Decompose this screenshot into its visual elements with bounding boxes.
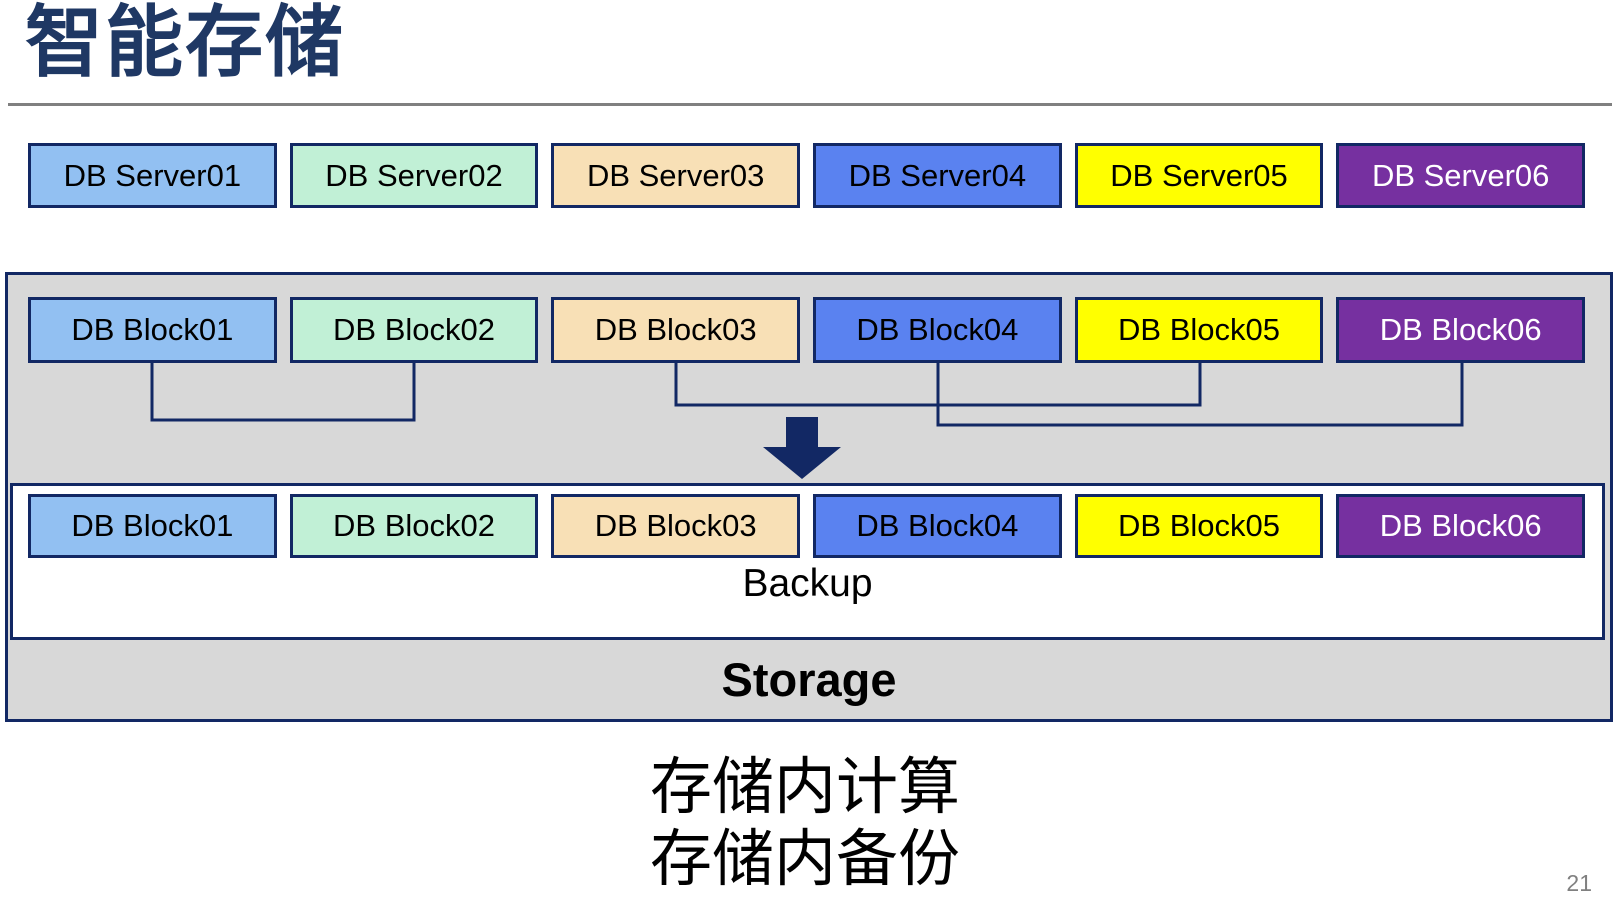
title-divider xyxy=(8,103,1612,106)
db-server-box-5: DB Server05 xyxy=(1074,143,1324,208)
storage-panel: DB Block01 DB Block02 DB Block03 DB Bloc… xyxy=(5,272,1613,722)
backup-box: DB Block01 DB Block02 DB Block03 DB Bloc… xyxy=(10,483,1605,640)
backup-label: Backup xyxy=(742,562,873,605)
db-block-top-5: DB Block05 xyxy=(1074,297,1324,363)
block-connector-lines xyxy=(150,363,1464,479)
page-title: 智能存储 xyxy=(25,0,346,86)
db-block-top-4: DB Block04 xyxy=(813,297,1062,363)
db-server-box-3: DB Server03 xyxy=(551,143,801,208)
db-block-row-source: DB Block01 DB Block02 DB Block03 DB Bloc… xyxy=(28,297,1586,363)
connector-block1-block2 xyxy=(150,363,416,422)
db-block-row-backup: DB Block01 DB Block02 DB Block03 DB Bloc… xyxy=(28,494,1586,558)
caption-line-1: 存储内计算 xyxy=(649,753,960,822)
db-block-bottom-3: DB Block03 xyxy=(551,494,801,558)
caption-line-2: 存储内备份 xyxy=(649,825,960,894)
db-block-top-3: DB Block03 xyxy=(551,297,801,363)
down-arrow-icon xyxy=(763,417,841,479)
db-block-bottom-6: DB Block06 xyxy=(1336,494,1586,558)
db-block-top-6: DB Block06 xyxy=(1336,297,1586,363)
db-server-box-2: DB Server02 xyxy=(289,143,539,208)
db-block-bottom-2: DB Block02 xyxy=(289,494,539,558)
db-server-box-4: DB Server04 xyxy=(813,143,1062,208)
db-server-box-1: DB Server01 xyxy=(28,143,277,208)
page-number: 21 xyxy=(1566,870,1592,896)
connector-block4-block6 xyxy=(936,363,1464,427)
db-block-top-2: DB Block02 xyxy=(289,297,539,363)
db-server-row: DB Server01 DB Server02 DB Server03 DB S… xyxy=(28,143,1586,208)
db-block-top-1: DB Block01 xyxy=(28,297,277,363)
caption: 存储内计算 存储内备份 xyxy=(0,752,1610,896)
db-server-box-6: DB Server06 xyxy=(1336,143,1586,208)
db-block-bottom-4: DB Block04 xyxy=(813,494,1062,558)
db-block-bottom-5: DB Block05 xyxy=(1074,494,1324,558)
db-block-bottom-1: DB Block01 xyxy=(28,494,277,558)
storage-label: Storage xyxy=(721,653,897,706)
